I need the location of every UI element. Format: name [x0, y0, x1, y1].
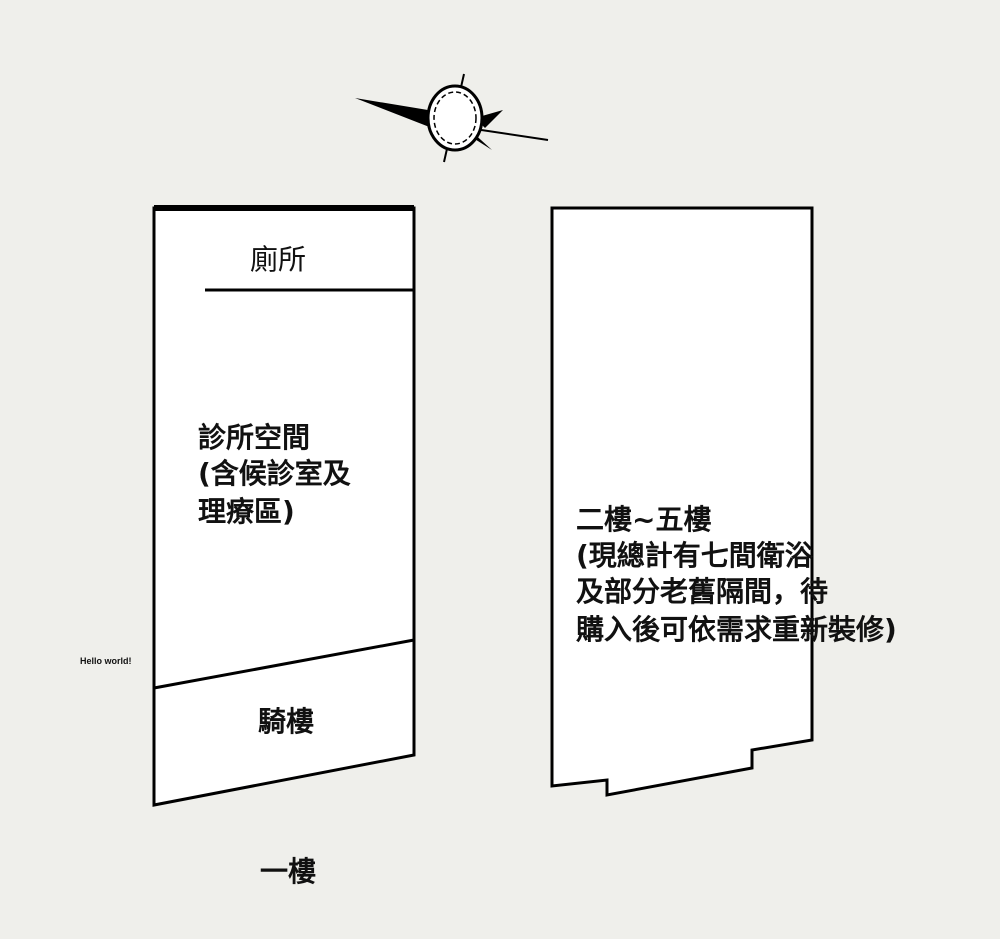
toilet-label: 廁所	[250, 243, 307, 276]
ground-floor-title: 一樓	[260, 855, 317, 888]
upper-floors-outline	[550, 206, 814, 797]
clinic-label-line-3: 理療區)	[198, 495, 295, 528]
upper-floors-line-3: 及部分老舊隔間，待	[576, 575, 829, 608]
ground-floor-outline	[152, 205, 416, 807]
upper-floors-line-1: 二樓~五樓	[576, 503, 712, 536]
upper-floors-line-2: (現總計有七間衛浴	[576, 539, 813, 572]
upper-floors-line-4: 購入後可依需求重新裝修)	[576, 613, 897, 646]
compass-icon	[355, 73, 549, 163]
stray-text: Hello world!	[80, 656, 132, 666]
clinic-label-line-1: 診所空間	[198, 421, 311, 454]
arcade-label: 騎樓	[258, 705, 315, 738]
clinic-label-line-2: (含候診室及	[198, 457, 351, 490]
